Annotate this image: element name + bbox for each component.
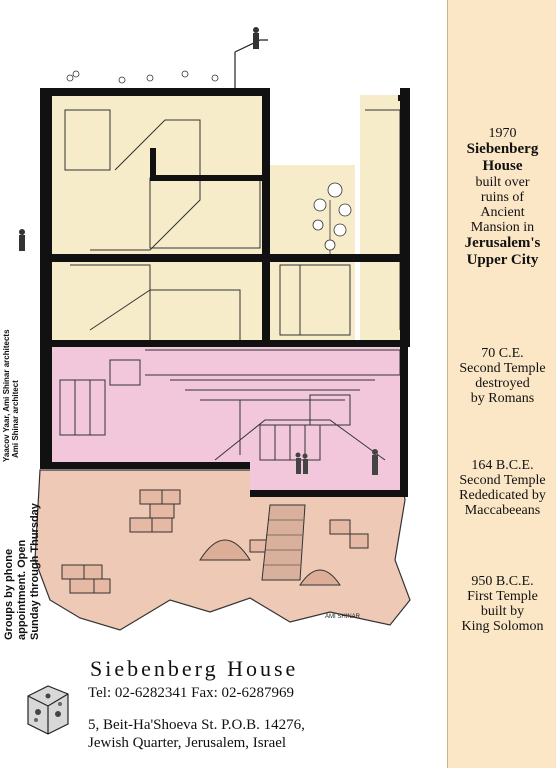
cross-section-illustration: AMI SHINAR — [19, 27, 411, 631]
artist-signature: AMI SHINAR — [325, 614, 361, 620]
credit-architect: Ami Shinar architect — [11, 380, 20, 458]
address-line-1: 5, Beit-Ha'Shoeva St. P.O.B. 14276, — [88, 717, 305, 733]
upper-floors — [52, 95, 267, 343]
hours-line-2: appointment. Open — [16, 539, 28, 640]
visitor-figures — [295, 449, 378, 475]
brand-name: Siebenberg House — [90, 656, 299, 681]
walkway — [261, 504, 306, 581]
timeline-panel: 1970 Siebenberg House built over ruins o… — [447, 0, 556, 768]
credit-architects: Yaacov Yaar, Ami Shinar architects — [2, 329, 11, 462]
timeline-1970: 1970 Siebenberg House built over ruins o… — [464, 126, 541, 268]
timeline-164bce: 164 B.C.E. Second Temple Rededicated by … — [459, 458, 546, 518]
timeline-950bce: 950 B.C.E. First Temple built by King So… — [461, 574, 544, 634]
footer — [0, 650, 447, 768]
structure-walls — [40, 88, 410, 497]
address-line-2: Jewish Quarter, Jerusalem, Israel — [88, 735, 287, 751]
ruins-stones — [61, 489, 369, 594]
hours-line-1: Groups by phone — [3, 548, 15, 640]
logo-icon — [27, 685, 69, 735]
timeline-70ce: 70 C.E. Second Temple destroyed by Roman… — [459, 346, 546, 406]
rooftop-figure — [19, 27, 259, 251]
tree-illustration — [312, 182, 352, 255]
rooftop-plants — [66, 70, 219, 84]
contact-phones: Tel: 02-6282341 Fax: 02-6287969 — [88, 685, 295, 701]
hours-line-3: Sunday through Thursday — [29, 503, 41, 640]
